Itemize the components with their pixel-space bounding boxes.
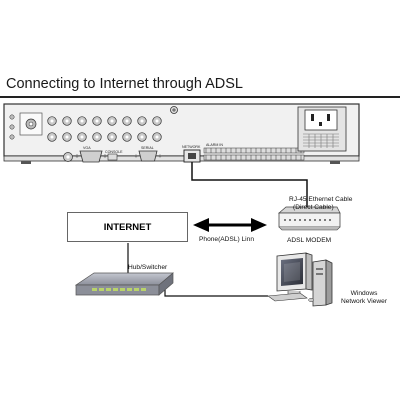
power-module <box>297 106 347 152</box>
vga-label: VGA <box>83 146 91 150</box>
internet-label: INTERNET <box>103 221 152 233</box>
viewer-label-line1: Windows <box>350 290 378 297</box>
network-label: NETWORK <box>182 145 201 149</box>
viewer-label-line2: Network Viewer <box>341 298 388 305</box>
terminal-blocks <box>203 147 305 161</box>
network-port <box>183 149 201 163</box>
viewer-label: Windows Network Viewer <box>341 290 387 306</box>
cable-label: RJ-45 Ethernet Cable (Direct Cable) <box>289 196 352 212</box>
windows-pc <box>267 252 333 307</box>
bnc-row-bottom <box>47 132 162 142</box>
hub-to-pc-cable <box>164 286 268 297</box>
modem-label: ADSL MODEM <box>287 237 332 244</box>
alarm-label: ALARM IN <box>206 143 223 147</box>
cables <box>127 162 308 297</box>
ethernet-cable <box>191 162 308 209</box>
dsub-connectors <box>75 150 162 163</box>
console-label: CONSOLE <box>105 150 123 154</box>
internet-box: INTERNET <box>67 212 188 242</box>
phone-line-label: Phone(ADSL) Linn <box>199 236 254 243</box>
hub-label: Hub/Switcher <box>128 264 168 271</box>
adsl-modem <box>278 206 341 231</box>
cable-label-line1: RJ-45 Ethernet Cable <box>289 196 353 203</box>
cable-label-line2: (Direct Cable) <box>293 204 334 211</box>
hub-switch <box>74 272 174 296</box>
serial-label: SERIAL <box>141 146 154 150</box>
title-underline <box>0 96 400 98</box>
video-connectors <box>9 112 162 162</box>
page-title: Connecting to Internet through ADSL <box>6 76 243 92</box>
bnc-row-top <box>47 116 162 126</box>
